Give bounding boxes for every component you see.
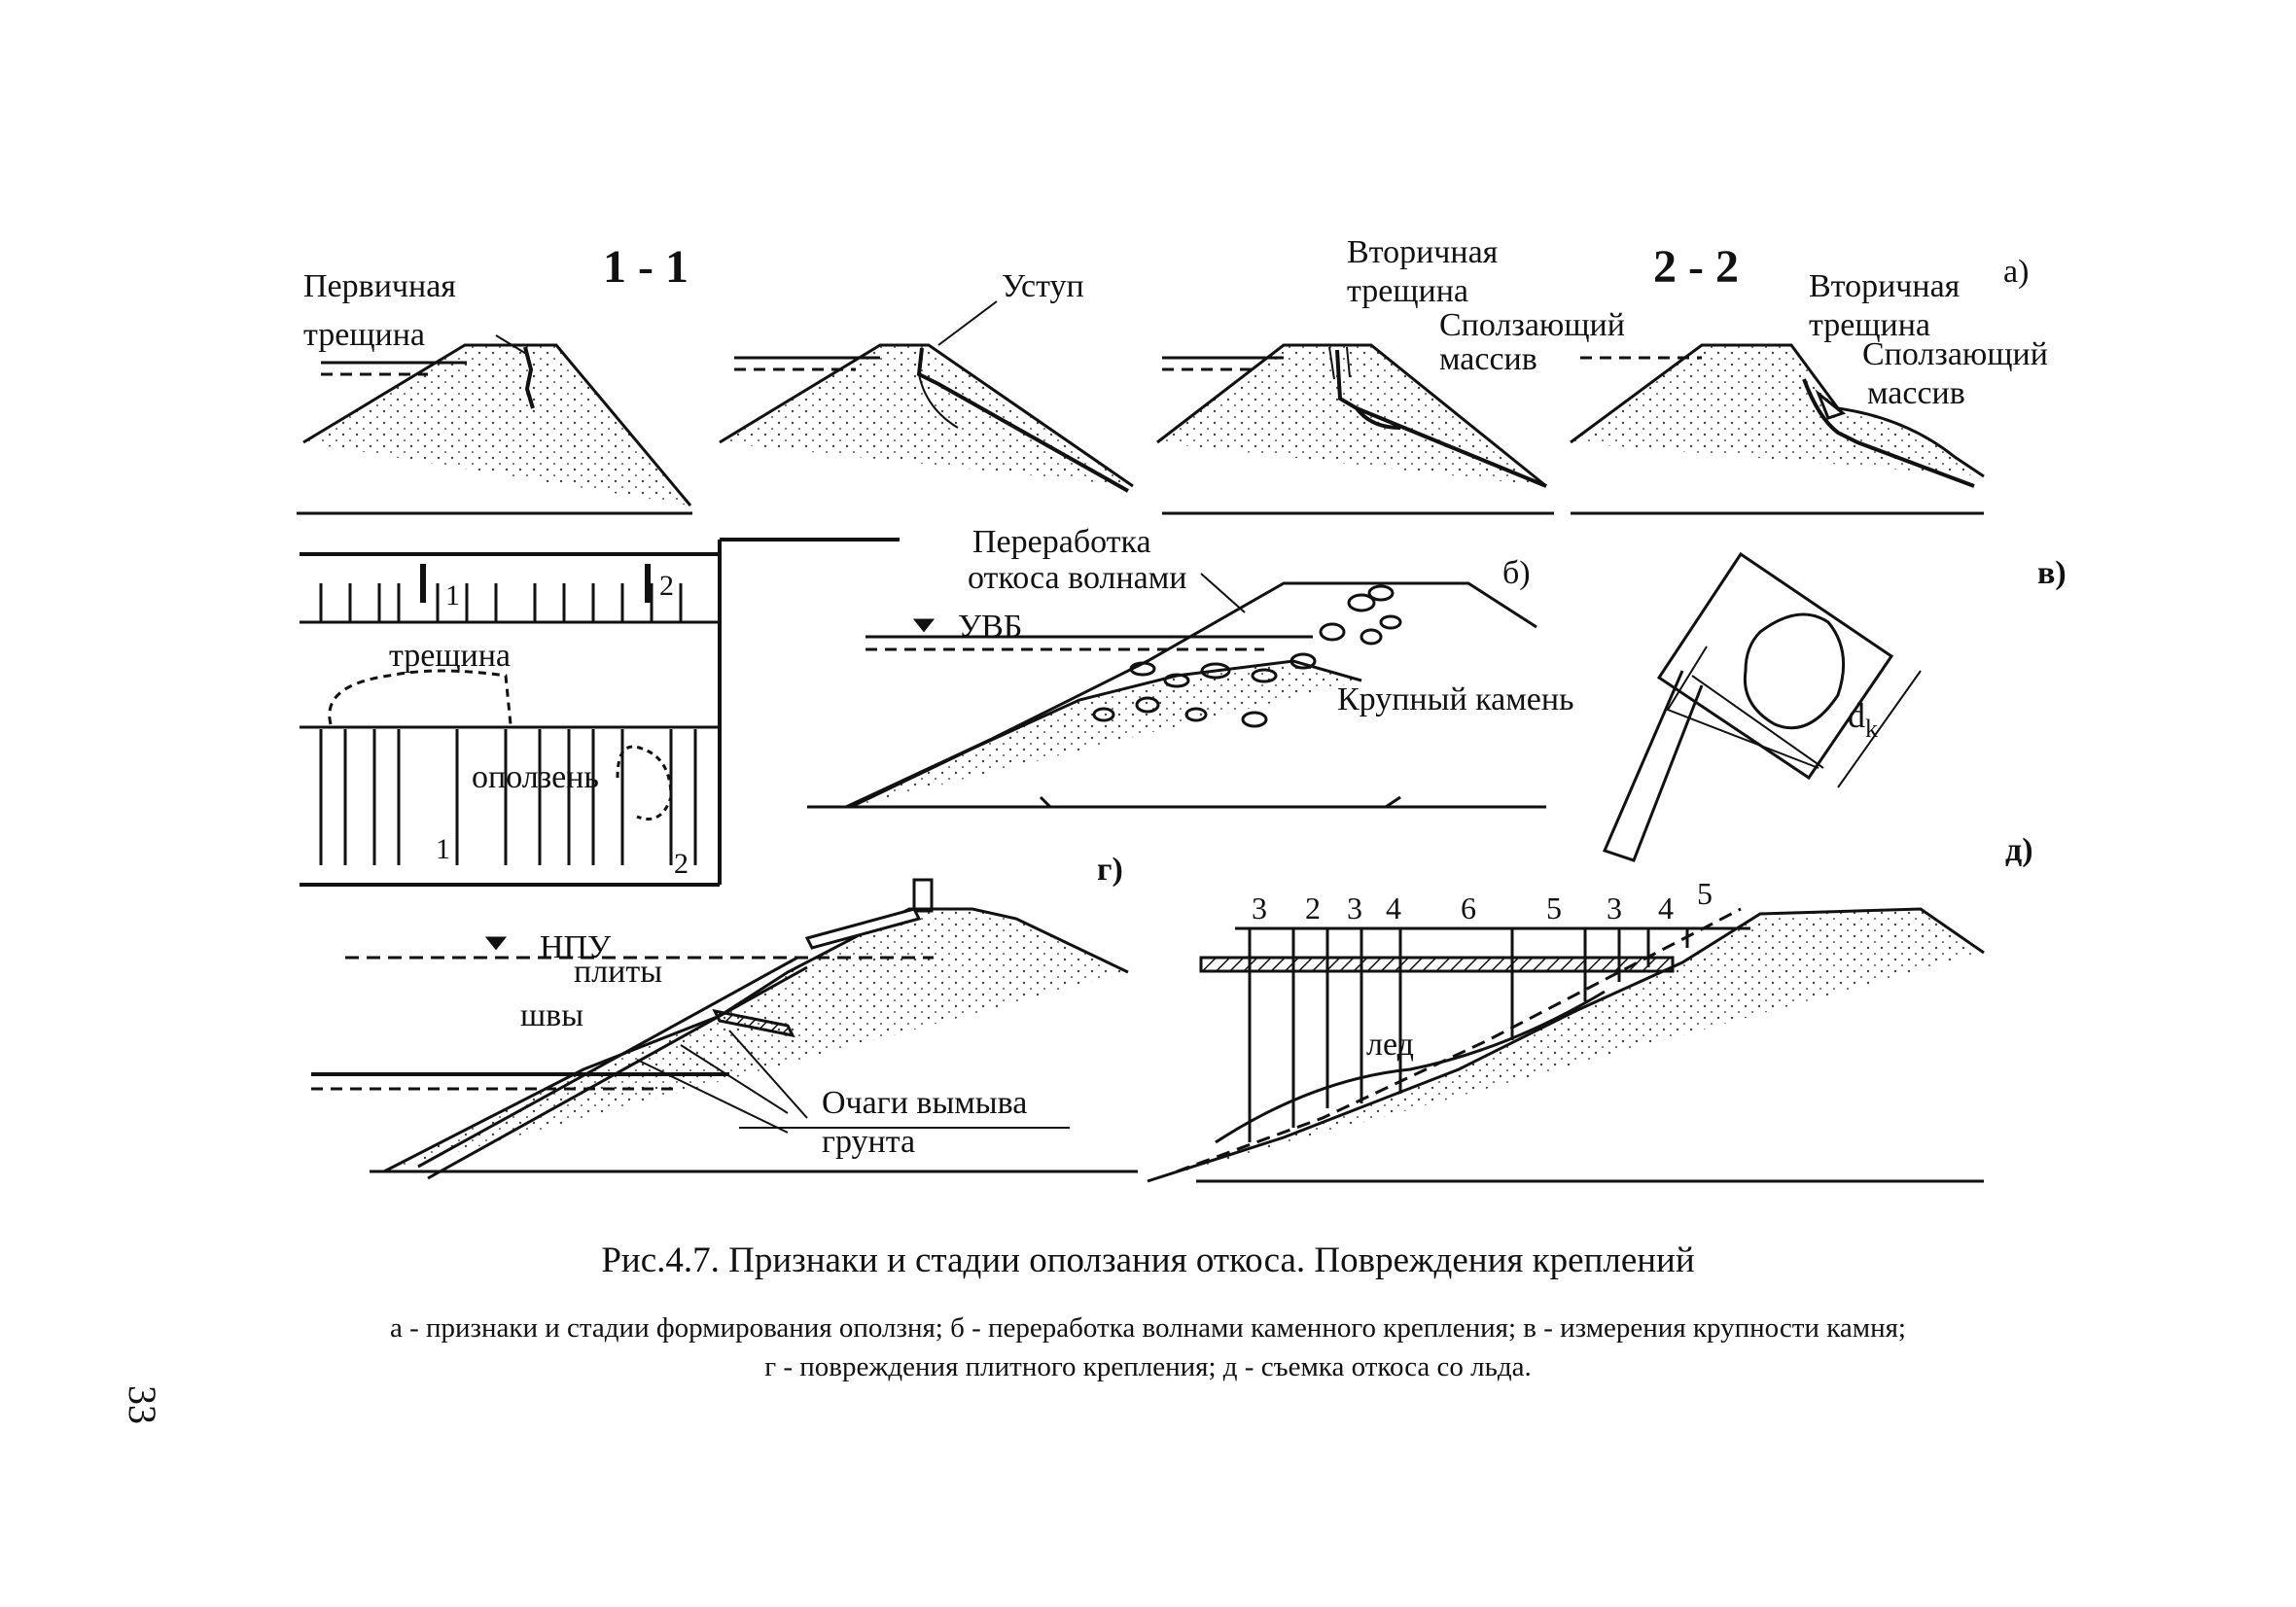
section-label-2-2: 2 - 2 xyxy=(1653,241,1739,293)
section-ice-survey xyxy=(1147,907,1985,1183)
label-primary-crack-1: Первичная xyxy=(303,268,456,304)
plan-mark-1: 1 xyxy=(445,579,460,611)
survey-number: 5 xyxy=(1697,876,1713,911)
label-crack-plan: трещина xyxy=(389,638,511,674)
panel-label-g: г) xyxy=(1097,852,1123,888)
panel-label-a: а) xyxy=(2003,254,2029,290)
label-plates: плиты xyxy=(574,954,662,990)
survey-number: 6 xyxy=(1461,891,1476,926)
label-sliding-mass-b2: массив xyxy=(1867,375,1965,411)
figure-caption-line-1: а - признаки и стадии формирования ополз… xyxy=(389,1312,1906,1344)
stone-measure-device xyxy=(1602,551,1922,862)
section-primary-crack xyxy=(297,334,692,515)
survey-number: 4 xyxy=(1386,891,1401,926)
label-primary-crack-2: трещина xyxy=(303,317,425,353)
label-reworking-2: откоса волнами xyxy=(968,560,1186,596)
label-washout-2: грунта xyxy=(822,1124,915,1160)
section-wave-reworking xyxy=(807,573,1546,809)
label-secondary-crack-2: трещина xyxy=(1347,273,1468,309)
label-uvb: УВБ xyxy=(958,609,1022,645)
label-sliding-mass-b1: Сползающий xyxy=(1862,336,2048,372)
label-secondary-crack-b2: трещина xyxy=(1809,307,1930,343)
section-secondary-crack xyxy=(1156,343,1554,515)
survey-number: 4 xyxy=(1658,891,1674,926)
survey-number: 3 xyxy=(1252,891,1267,926)
panel-label-v: в) xyxy=(2037,555,2066,591)
label-reworking-1: Переработка xyxy=(972,524,1151,560)
panel-label-d: д) xyxy=(2005,832,2033,868)
section-label-1-1: 1 - 1 xyxy=(603,241,689,293)
section-plate-damage xyxy=(311,878,1138,1180)
section-step xyxy=(719,300,1134,493)
label-secondary-crack-b1: Вторичная xyxy=(1809,268,1960,304)
figure-caption-title: Рис.4.7. Признаки и стадии оползания отк… xyxy=(601,1240,1695,1280)
survey-number: 3 xyxy=(1607,891,1622,926)
page-number: 33 xyxy=(121,1385,164,1424)
label-sliding-mass-1: Сползающий xyxy=(1439,307,1625,343)
plan-mark-2b: 2 xyxy=(674,848,689,880)
survey-number: 2 xyxy=(1305,891,1321,926)
label-secondary-crack-1: Вторичная xyxy=(1347,234,1499,270)
survey-number: 5 xyxy=(1546,891,1562,926)
figure-caption-line-2: г - повреждения плитного крепления; д - … xyxy=(764,1351,1532,1382)
label-step: Уступ xyxy=(1002,268,1084,304)
survey-number: 3 xyxy=(1347,891,1362,926)
label-sliding-mass-2: массив xyxy=(1439,341,1537,377)
label-joints: швы xyxy=(520,997,583,1033)
plan-view xyxy=(300,538,900,887)
plan-mark-1b: 1 xyxy=(436,833,450,865)
label-ice: лед xyxy=(1366,1027,1414,1063)
label-washout-1: Очаги вымыва xyxy=(822,1085,1027,1121)
section-sliding-mass xyxy=(1570,343,1985,515)
label-npu: НПУ xyxy=(540,929,612,965)
label-large-stone: Крупный камень xyxy=(1337,681,1574,717)
plan-mark-2: 2 xyxy=(659,570,674,602)
panel-label-b: б) xyxy=(1502,555,1531,591)
label-dk: dk xyxy=(1848,696,1878,743)
label-landslide-plan: оползень xyxy=(472,759,599,795)
